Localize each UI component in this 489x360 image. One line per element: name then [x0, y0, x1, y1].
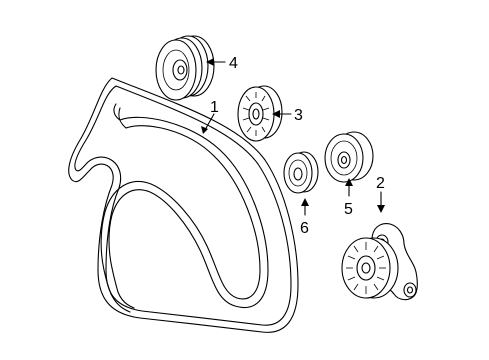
callout-4-label: 4 [229, 55, 238, 72]
belt [68, 77, 299, 333]
callout-labels: 1 2 3 4 5 6 [210, 55, 385, 237]
tensioner [341, 223, 418, 301]
ribbed-idler-pulley [237, 85, 283, 142]
callout-3-label: 3 [294, 107, 303, 124]
callout-5-label: 5 [344, 201, 353, 218]
grooved-pulley [155, 35, 215, 101]
callout-leaders [201, 58, 385, 216]
callout-1-label: 1 [210, 99, 219, 116]
idler-pulley-6 [283, 151, 319, 194]
callout-2-label: 2 [376, 175, 385, 192]
idler-pulley-5 [324, 131, 374, 183]
leader-1 [204, 113, 215, 131]
callout-6-label: 6 [300, 220, 309, 237]
